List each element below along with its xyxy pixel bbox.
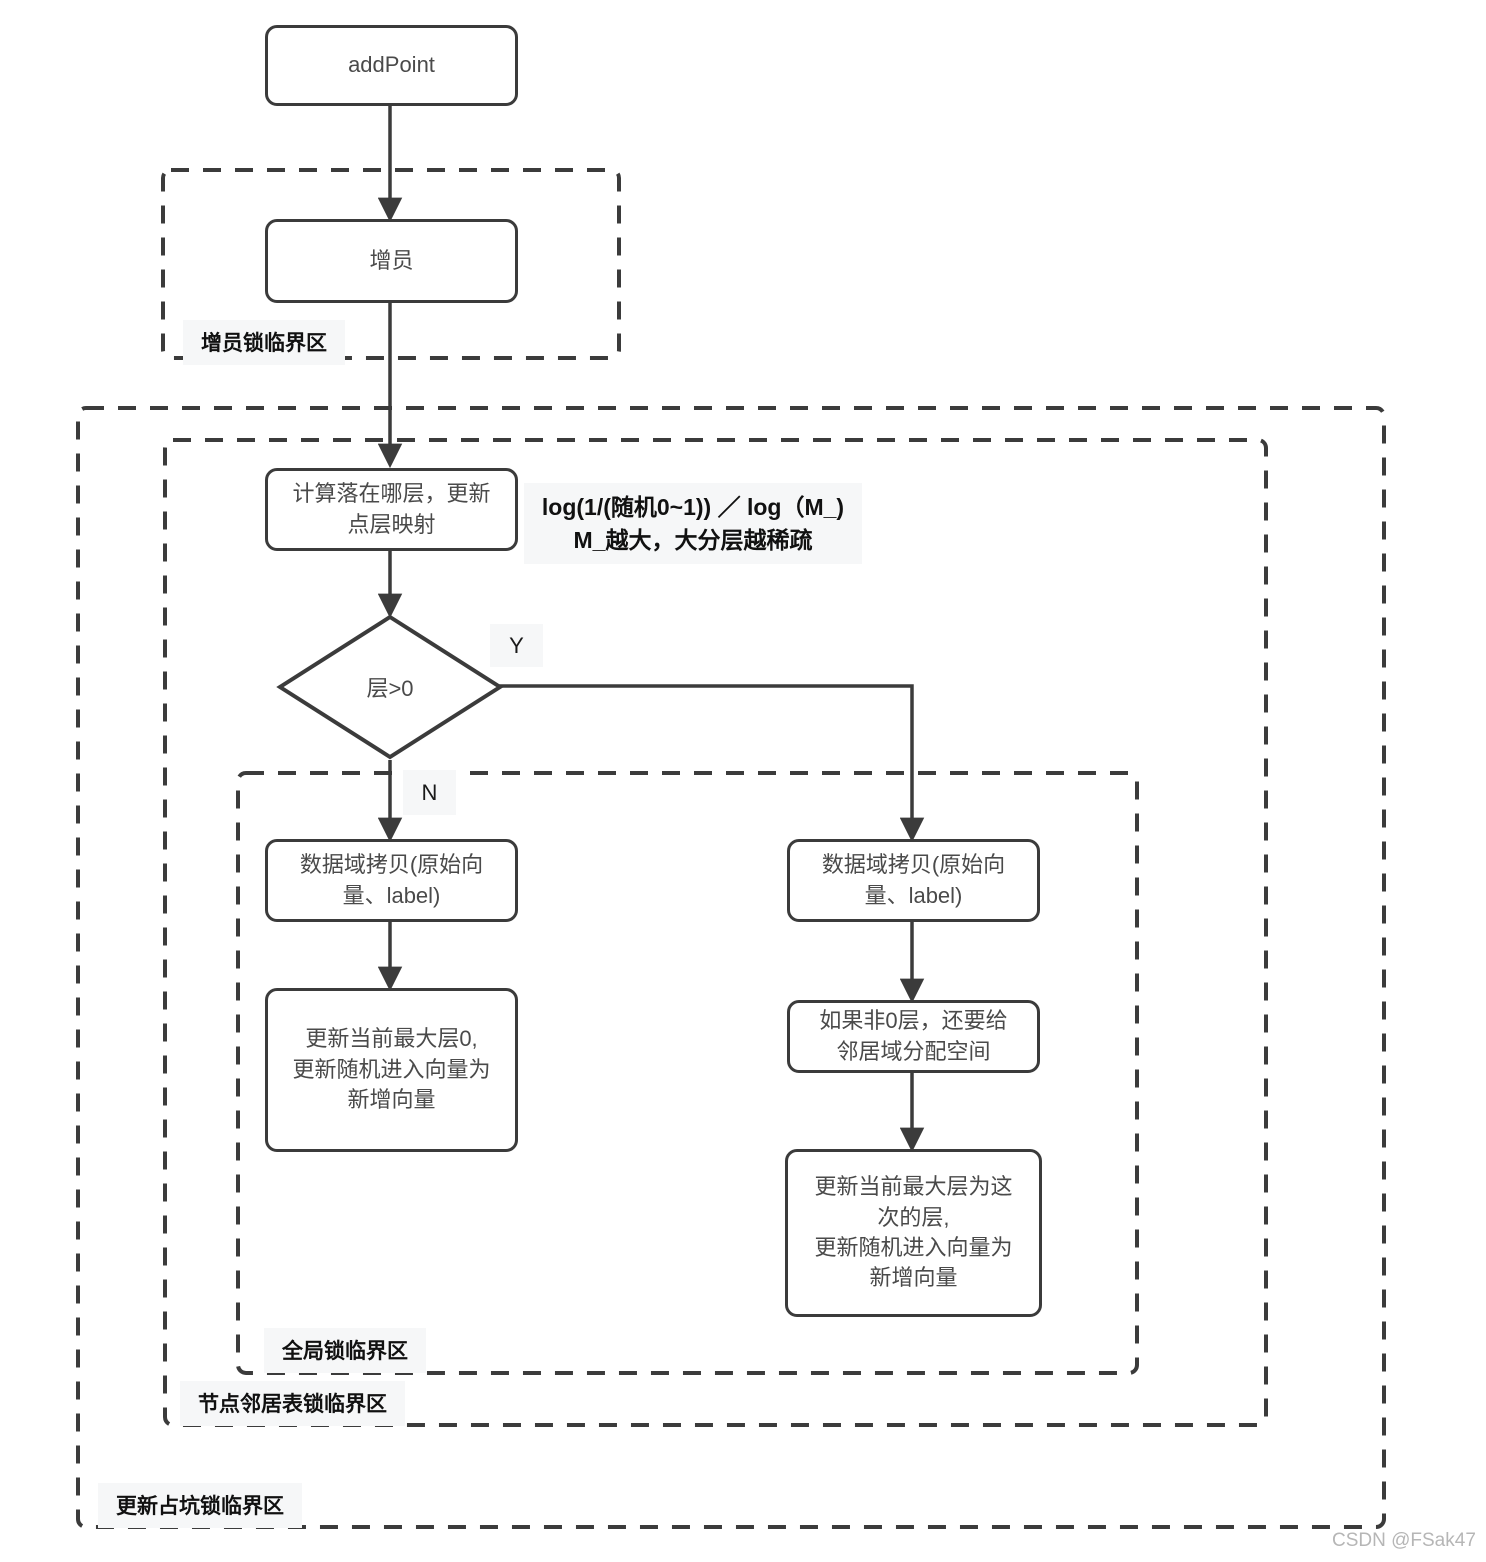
group-label-zengyuan-lock: 增员锁临界区 (183, 320, 345, 365)
node-zengyuan[interactable]: 增员 (265, 219, 518, 303)
watermark: CSDN @FSak47 (1332, 1530, 1476, 1551)
node-add-point[interactable]: addPoint (265, 25, 518, 106)
edge-decision-yes-to-copy-right (497, 684, 925, 843)
node-update-max-layer-current[interactable]: 更新当前最大层为这 次的层, 更新随机进入向量为 新增向量 (785, 1149, 1042, 1317)
decision-label: 层>0 (366, 676, 414, 701)
node-alloc-neighbor-space[interactable]: 如果非0层，还要给 邻居域分配空间 (787, 1000, 1040, 1073)
group-label-update-slot-lock: 更新占坑锁临界区 (98, 1483, 302, 1528)
group-rect-node-neighbor-table-lock (163, 438, 1268, 1427)
node-decision-layer-gt-0[interactable]: 层>0 (275, 612, 505, 762)
group-label-global-lock: 全局锁临界区 (264, 1328, 426, 1373)
node-copy-data-left[interactable]: 数据域拷贝(原始向 量、label) (265, 839, 518, 922)
note-layer-formula: log(1/(随机0~1)) ／ log（M_) M_越大，大分层越稀疏 (524, 483, 862, 565)
edge-label-yes: Y (490, 624, 543, 667)
node-copy-data-right[interactable]: 数据域拷贝(原始向 量、label) (787, 839, 1040, 922)
group-label-node-neighbor-table-lock: 节点邻居表锁临界区 (180, 1381, 405, 1426)
node-update-max-layer-zero[interactable]: 更新当前最大层0, 更新随机进入向量为 新增向量 (265, 988, 518, 1152)
node-calc-layer[interactable]: 计算落在哪层，更新 点层映射 (265, 468, 518, 551)
edge-label-no: N (403, 770, 456, 815)
